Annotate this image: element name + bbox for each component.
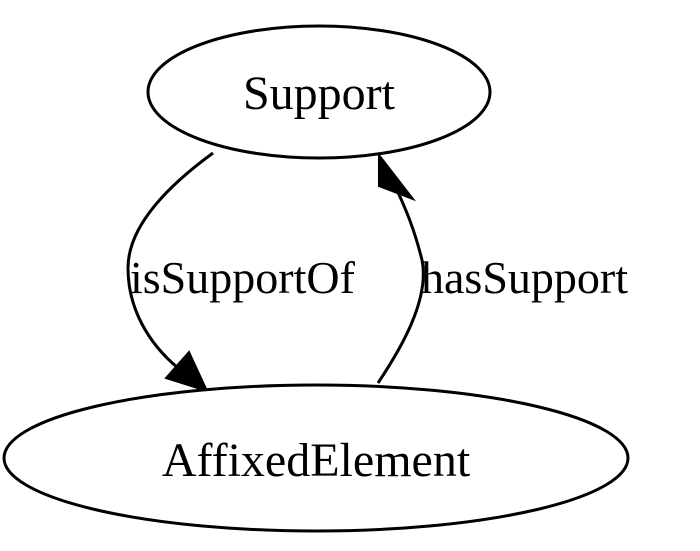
node-support-ellipse: [146, 24, 492, 160]
node-affixed-element-ellipse: [2, 383, 630, 533]
edge-is-support-of-line: [126, 151, 214, 370]
node-support: Support: [146, 24, 492, 160]
node-affixed-element: AffixedElement: [2, 383, 630, 533]
edge-is-support-of-arrowhead: [164, 350, 209, 393]
edge-is-support-of: isSupportOf: [126, 151, 356, 393]
node-support-label: Support: [243, 67, 396, 120]
node-affixed-element-label: AffixedElement: [162, 434, 471, 487]
edge-has-support-arrowhead: [378, 152, 416, 202]
edge-has-support: hasSupport: [376, 152, 628, 384]
edge-label-has-support: hasSupport: [421, 252, 628, 303]
edge-has-support-line: [376, 189, 425, 384]
edge-label-is-support-of: isSupportOf: [130, 252, 356, 303]
